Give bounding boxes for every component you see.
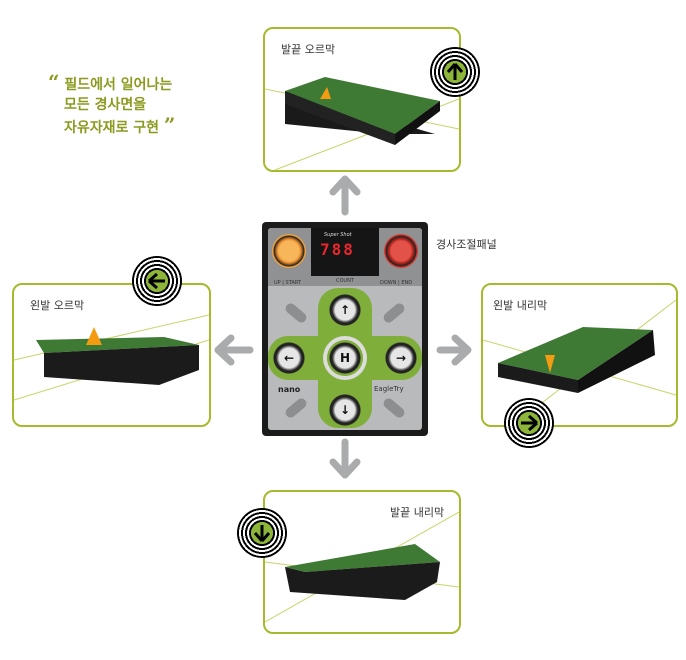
- close-quote: ”: [163, 113, 176, 137]
- gray-down-arrow-icon: [329, 438, 361, 479]
- left-foot-uphill-label: 왼발 오르막: [30, 299, 85, 312]
- mat-illustration: [14, 314, 209, 401]
- gray-left-arrow-icon: [214, 334, 254, 366]
- quote-line-1: 필드에서 일어나는: [64, 77, 173, 93]
- toe-downhill-label: 발끝 내리막: [390, 506, 445, 519]
- nano-logo: nano: [278, 385, 301, 394]
- down-end-label: DOWN | END: [380, 280, 413, 286]
- right-button[interactable]: →: [383, 340, 419, 376]
- mat-illustration: [265, 77, 459, 170]
- gray-right-arrow-icon: [436, 334, 472, 366]
- tagline-quote: “ 필드에서 일어나는 모든 경사면을 자유자재로 구현 ”: [48, 72, 175, 138]
- left-foot-downhill-label: 왼발 내리막: [493, 299, 548, 312]
- brand-label: Super Shot: [324, 232, 352, 238]
- toe-uphill-box: 발끝 오르막: [263, 27, 461, 172]
- count-label: COUNT: [336, 278, 354, 284]
- quote-line-3: 자유자재로 구현: [64, 120, 160, 136]
- eagletry-logo: EagleTry: [374, 385, 404, 393]
- count-display: 788: [320, 240, 355, 259]
- mat-illustration: [265, 511, 459, 623]
- up-arrow-target-icon: [430, 47, 480, 97]
- panel-label: 경사조절패널: [436, 238, 497, 251]
- left-foot-uphill-box: 왼발 오르막: [12, 283, 211, 427]
- down-end-button[interactable]: [384, 234, 418, 268]
- slope-control-panel: Super Shot 788 COUNT UP | START DOWN | E…: [262, 222, 428, 436]
- left-button[interactable]: ←: [271, 340, 307, 376]
- quote-line-2: 모든 경사면을: [64, 97, 147, 113]
- open-quote: “: [48, 70, 60, 94]
- home-label: H: [339, 351, 351, 365]
- right-arrow-target-icon: [504, 398, 554, 448]
- toe-downhill-box: 발끝 내리막: [263, 490, 461, 634]
- left-arrow-target-icon: [132, 256, 182, 306]
- down-button[interactable]: ↓: [327, 392, 363, 428]
- up-start-button[interactable]: [272, 234, 306, 268]
- toe-uphill-label: 발끝 오르막: [281, 43, 336, 56]
- home-button[interactable]: H: [327, 340, 363, 376]
- up-start-label: UP | START: [274, 280, 301, 286]
- gray-up-arrow-icon: [329, 175, 361, 216]
- mat-illustration: [483, 299, 676, 425]
- up-button[interactable]: ↑: [327, 292, 363, 328]
- down-arrow-target-icon: [237, 508, 287, 558]
